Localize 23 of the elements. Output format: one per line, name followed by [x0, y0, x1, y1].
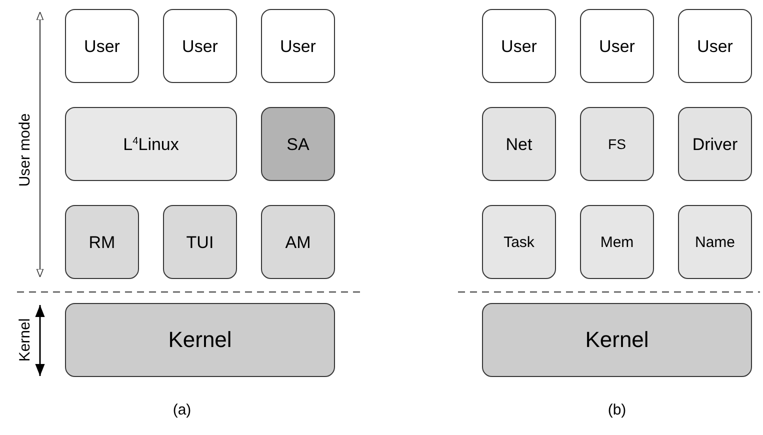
component-box: Name: [678, 205, 752, 279]
component-box: Driver: [678, 107, 752, 181]
component-box: SA: [261, 107, 335, 181]
component-box: Kernel: [65, 303, 335, 377]
panel-label: (b): [608, 402, 626, 418]
component-box: FS: [580, 107, 654, 181]
component-box: AM: [261, 205, 335, 279]
component-box: Net: [482, 107, 556, 181]
component-box: Mem: [580, 205, 654, 279]
component-box: User: [580, 9, 654, 83]
component-box: User: [482, 9, 556, 83]
component-box: User: [65, 9, 139, 83]
component-box: RM: [65, 205, 139, 279]
axis-label: User mode: [18, 113, 32, 187]
component-box: User: [261, 9, 335, 83]
component-box: TUI: [163, 205, 237, 279]
panel-label: (a): [172, 402, 192, 418]
component-box: Kernel: [482, 303, 752, 377]
component-box: L$^{4}$Linux: [65, 107, 237, 181]
component-box: Task: [482, 205, 556, 279]
component-box: User: [163, 9, 237, 83]
component-box: User: [678, 9, 752, 83]
axis-label: Kernel: [18, 318, 32, 362]
